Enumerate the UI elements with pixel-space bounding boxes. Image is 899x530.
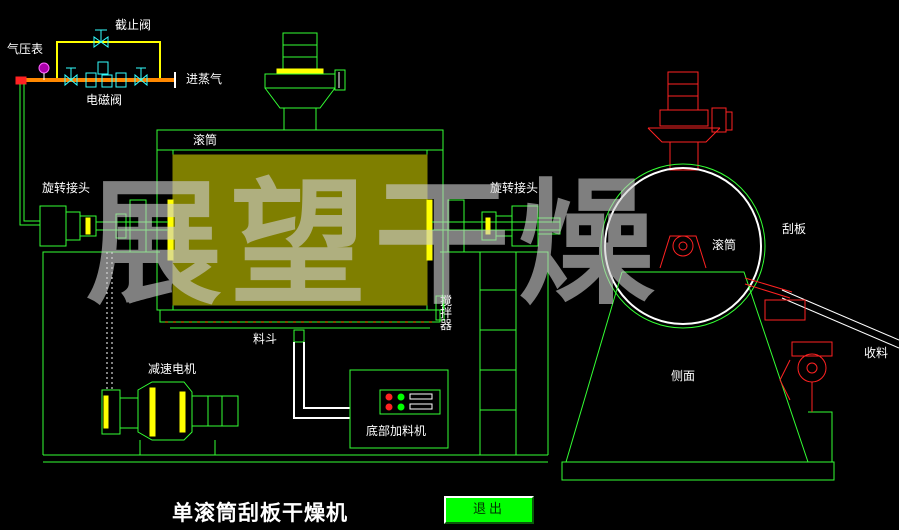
solenoid-valve-label: 电磁阀 bbox=[86, 93, 123, 107]
feed-pipe bbox=[293, 329, 350, 419]
pressure-gauge-label: 气压表 bbox=[7, 42, 44, 56]
discharge-label: 收料 bbox=[864, 346, 889, 360]
main-frame bbox=[42, 251, 549, 463]
steam-piping bbox=[15, 29, 176, 226]
top-motor bbox=[264, 32, 346, 131]
side-view-label: 侧面 bbox=[671, 369, 696, 383]
bottom-feeder bbox=[349, 369, 449, 449]
drum-body bbox=[172, 154, 428, 306]
stop-valve-label: 截止阀 bbox=[115, 18, 152, 32]
agitator bbox=[159, 295, 445, 329]
side-view bbox=[561, 71, 899, 481]
rotary-joint-right-label: 旋转接头 bbox=[490, 181, 539, 195]
rotary-joint-right bbox=[432, 199, 561, 253]
scraper-label: 刮板 bbox=[782, 222, 807, 236]
hopper-label: 料斗 bbox=[253, 332, 278, 346]
pressure-gauge-icon bbox=[38, 62, 50, 80]
side-drum-label: 滚筒 bbox=[712, 238, 737, 252]
agitator-label: 搅拌器 bbox=[440, 294, 453, 332]
steam-inlet-label: 进蒸气 bbox=[186, 72, 223, 86]
drum-label: 滚筒 bbox=[193, 133, 218, 147]
gear-motor-label: 减速电机 bbox=[148, 362, 197, 376]
rotary-joint-left bbox=[39, 199, 168, 253]
bottom-feeder-label: 底部加料机 bbox=[366, 424, 427, 438]
solenoid-valve-icon bbox=[64, 61, 148, 88]
gear-motor bbox=[101, 252, 239, 456]
exit-button[interactable]: 退出 bbox=[444, 496, 534, 524]
stop-valve-icon bbox=[93, 29, 109, 48]
rotary-joint-left-label: 旋转接头 bbox=[42, 181, 91, 195]
page-title: 单滚筒刮板干燥机 bbox=[172, 500, 348, 525]
